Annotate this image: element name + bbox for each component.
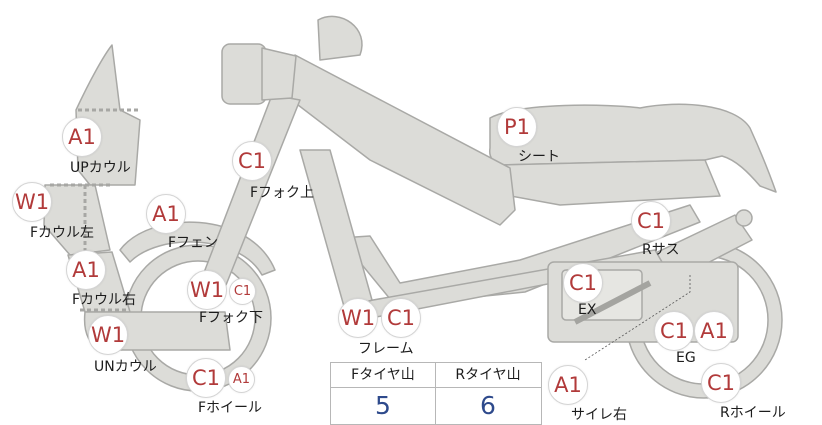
frame-badge-c1: C1 [381,298,421,338]
seat-label: シート [518,149,560,165]
f-cowl-left-shape [43,184,111,256]
f-wheel-label: Fホイール [198,400,263,416]
f-cowl-right-badge-a1: A1 [66,250,106,290]
table-divider-horizontal [331,387,541,388]
f-fork-lower-label: Fフォク下 [199,310,264,326]
front-tire-tread-value: 5 [375,391,391,420]
f-wheel-badge-a1: A1 [228,366,255,393]
up-cowl-badge-a1: A1 [62,117,102,157]
f-cowl-left-badge-w1: W1 [12,182,52,222]
table-divider-vertical [435,363,436,424]
exhaust-shape [573,280,652,325]
f-fork-lower-badge-w1: W1 [187,270,227,310]
r-wheel-label: Rホイール [720,405,786,421]
engine-badge-a1: A1 [694,311,734,351]
r-suspension-label: Rサス [642,242,680,258]
f-fender-badge-a1: A1 [146,194,186,234]
un-cowl-badge-w1: W1 [88,315,128,355]
f-wheel-badge-c1: C1 [186,358,226,398]
f-cowl-left-label: Fカウル左 [30,225,95,241]
front-tire-tread-header: Fタイヤ山 [351,367,415,383]
f-fender-label: Fフェン [168,235,219,251]
f-fork-upper-label: Fフォク上 [250,185,315,201]
handlebar-shape [317,15,363,61]
frame-label: フレーム [358,341,414,357]
frame-badge-w1: W1 [338,298,378,338]
un-cowl-label: UNカウル [94,359,157,375]
up-cowl-label: UPカウル [70,160,131,176]
f-fork-lower-badge-c1: C1 [229,278,256,305]
engine-label: EG [676,350,696,366]
muffler-right-badge-a1: A1 [548,365,588,405]
rear-tire-tread-value: 6 [480,391,496,420]
muffler-right-label: サイレ右 [571,407,627,423]
r-suspension-badge-c1: C1 [631,201,671,241]
headlight-shape [221,43,267,105]
side-cover-shape [499,159,721,206]
engine-badge-c1: C1 [654,311,694,351]
exhaust-label: EX [578,302,597,318]
tire-tread-table: Fタイヤ山 Rタイヤ山 5 6 [330,362,542,425]
f-cowl-right-label: Fカウル右 [72,292,137,308]
f-fork-upper-badge-c1: C1 [232,141,272,181]
exhaust-badge-c1: C1 [563,263,603,303]
r-wheel-badge-c1: C1 [701,363,741,403]
rear-tire-tread-header: Rタイヤ山 [455,367,521,383]
seat-badge-p1: P1 [497,107,537,147]
